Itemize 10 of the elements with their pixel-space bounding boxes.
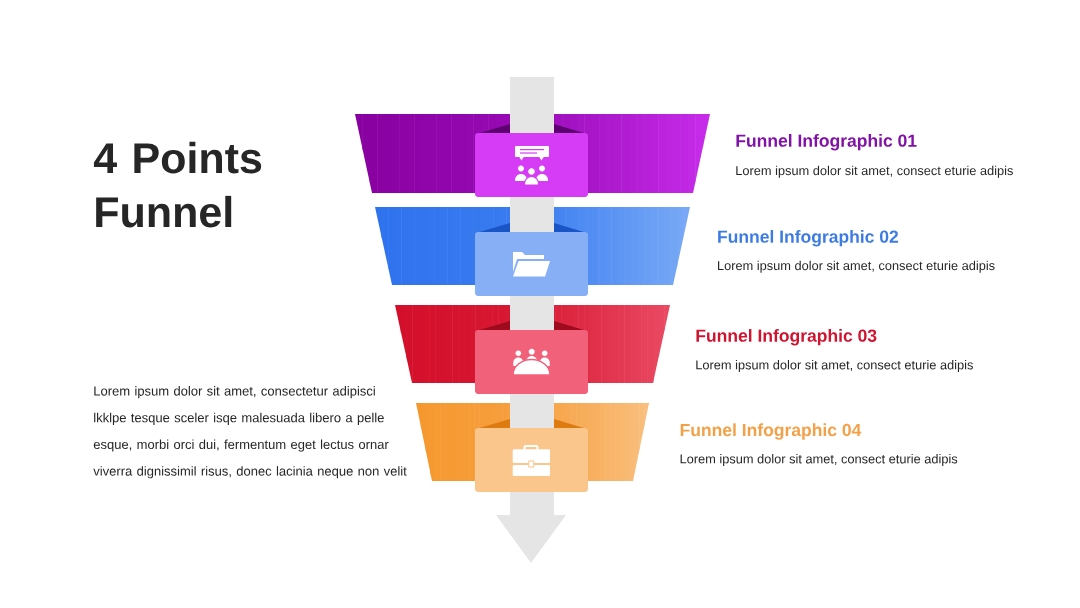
step-heading: Funnel Infographic 04 — [680, 423, 862, 440]
step-heading: Funnel Infographic 03 — [696, 329, 877, 346]
paragraph: Lorem ipsum dolor sit amet, consectetur adipisci lkklpe tesque sceler isqe malesuada libero a pelle esque, morbi orci dui, fermentum eget lectus ornar viverra dignissimil risus, donec lacinia neque non velit — [93, 386, 407, 479]
step-description: Lorem ipsum dolor sit amet, consect eturie adipis — [696, 360, 973, 372]
step-description: Lorem ipsum dolor sit amet, consect eturie adipis — [718, 260, 995, 273]
step-description: Lorem ipsum dolor sit amet, consect eturie adipis — [736, 165, 1013, 178]
step-heading: Funnel Infographic 02 — [718, 230, 899, 247]
title: 4 Points Funnel — [93, 141, 262, 228]
step-description: Lorem ipsum dolor sit amet, consect eturie adipis — [680, 454, 958, 466]
step-heading: Funnel Infographic 01 — [736, 134, 917, 151]
